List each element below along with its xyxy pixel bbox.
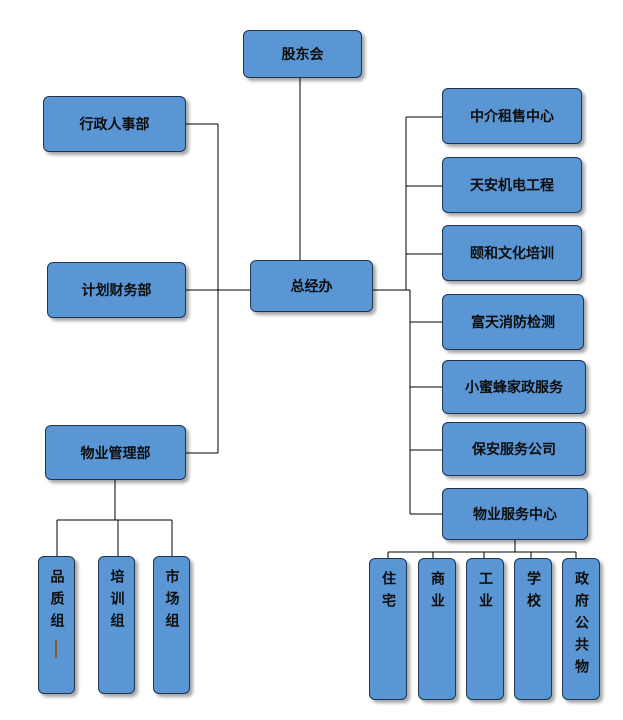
node-market-group: 市场组 — [153, 556, 190, 694]
node-planning-finance: 计划财务部 — [47, 262, 186, 318]
node-training-group: 培训组 — [98, 556, 135, 694]
node-shareholders: 股东会 — [243, 30, 362, 78]
node-security-company: 保安服务公司 — [442, 422, 586, 476]
node-industrial: 工业 — [466, 558, 504, 700]
node-residential: 住宅 — [369, 558, 407, 700]
node-quality-group: 品质组 — [38, 556, 75, 694]
text-cursor-mark — [55, 640, 57, 658]
node-agency-rental: 中介租售中心 — [442, 88, 582, 144]
node-general-office: 总经办 — [250, 260, 373, 312]
node-xiaomifeng-housekeeping: 小蜜蜂家政服务 — [442, 360, 586, 414]
node-public-government: 政府公共物 — [562, 558, 600, 700]
node-yihe-culture: 颐和文化培训 — [442, 225, 582, 281]
node-admin-hr: 行政人事部 — [43, 96, 186, 152]
node-school: 学校 — [514, 558, 552, 700]
node-property-management: 物业管理部 — [45, 425, 186, 480]
node-commercial: 商业 — [418, 558, 456, 700]
node-property-service: 物业服务中心 — [442, 488, 588, 540]
node-tianan-mep: 天安机电工程 — [442, 157, 582, 213]
node-futian-fire: 富天消防检测 — [442, 294, 584, 350]
